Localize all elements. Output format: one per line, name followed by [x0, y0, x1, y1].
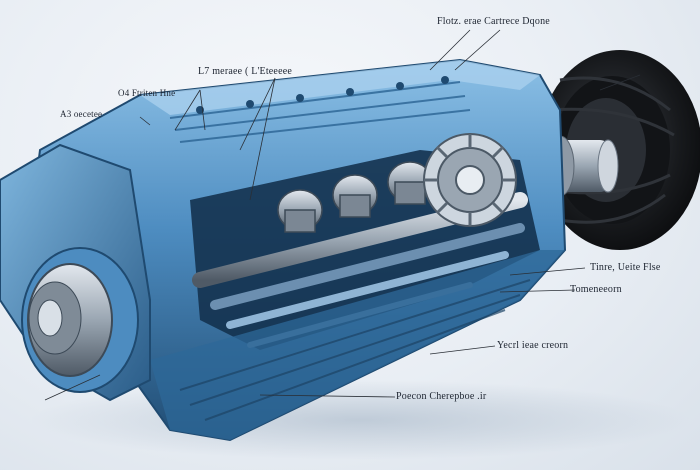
callout-right-mid: Tomeneeorn — [570, 284, 622, 295]
floor-shadow — [30, 380, 690, 460]
callout-left-upper: O4 Ftriten Hne — [118, 88, 176, 98]
callout-leader-lines — [44, 29, 641, 401]
callout-right-upper: Tinre, Ueite Flse — [590, 262, 661, 273]
callout-top-mid: L7 meraee ( L'Eteeeee — [198, 66, 292, 77]
transmission-housing — [28, 58, 567, 442]
callout-right-lower: Yecrl ieae creorn — [497, 340, 569, 351]
planetary-gear — [423, 133, 517, 227]
callout-left-lower: A3 oecetee — [60, 109, 103, 119]
callout-top-right: Flotz. erae Cartrece Dqone — [437, 16, 550, 27]
front-bell-housing — [0, 143, 151, 402]
callout-bottom: Poecon Cherepboe .ir — [396, 391, 487, 402]
